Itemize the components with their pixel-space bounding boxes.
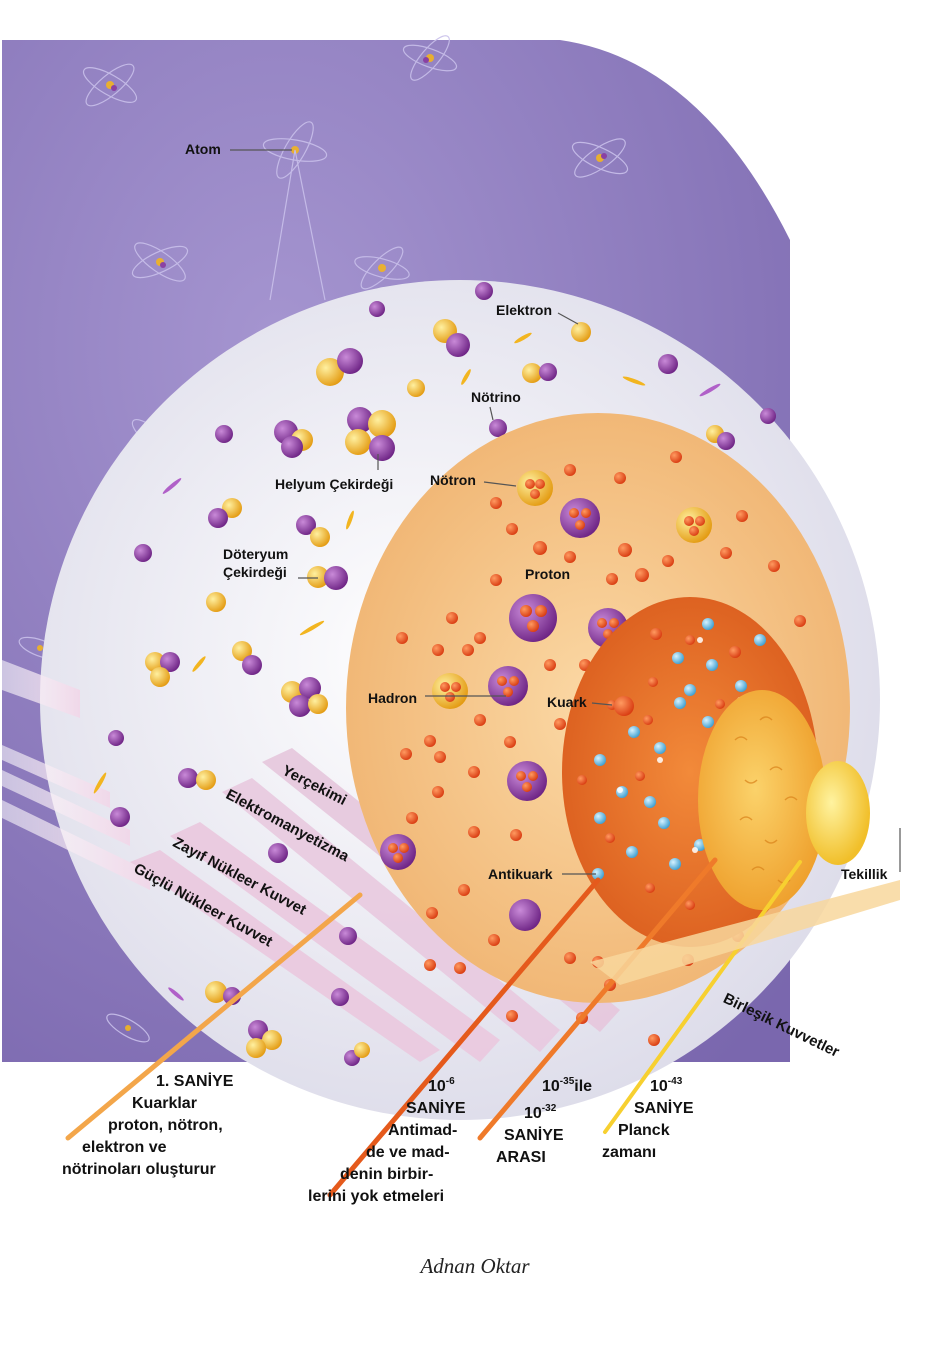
caption-2-line6: lerini yok etmeleri	[308, 1188, 445, 1205]
beam-left-2	[2, 745, 110, 808]
caption-4-line1: 10-43	[650, 1076, 683, 1095]
singularity-disk	[806, 761, 870, 865]
caption-4-line2: SANİYE	[634, 1100, 694, 1117]
caption-1-line4: elektron ve	[82, 1139, 167, 1156]
author-credit: Adnan Oktar	[420, 1254, 530, 1278]
beam-left-3	[2, 770, 130, 846]
beam-left-4	[2, 800, 150, 890]
caption-4-line3: Planck	[618, 1122, 670, 1139]
beam-left-1	[2, 660, 80, 718]
label-hadron: Hadron	[368, 690, 417, 706]
leader-lines	[230, 149, 901, 875]
label-proton: Proton	[525, 566, 571, 582]
caption-4-line4: zamanı	[602, 1144, 657, 1161]
caption-10-43: 10-43 SANİYE Planck zamanı	[602, 1071, 694, 1164]
label-helium-nucleus: Helyum Çekirdeği	[275, 476, 394, 492]
caption-3-line4: ARASI	[496, 1149, 546, 1166]
caption-3-line2: 10-32	[524, 1103, 557, 1122]
ray-1-second	[65, 892, 363, 1141]
label-neutrino: Nötrino	[471, 389, 521, 405]
caption-1-line1: 1. SANİYE	[156, 1073, 234, 1090]
caption-10-35: 10-35ile 10-32 SANİYE ARASI	[496, 1071, 592, 1169]
planck-era-texture	[734, 716, 798, 884]
caption-3-line1: 10-35ile	[542, 1076, 593, 1095]
caption-10-6: 10-6 SANİYE Antimad- de ve mad- denin bi…	[308, 1071, 466, 1208]
caption-2-line3: Antimad-	[388, 1122, 458, 1139]
caption-1-line2: Kuarklar	[132, 1095, 197, 1112]
caption-1-line3: proton, nötron,	[108, 1117, 223, 1134]
ray-10-35	[477, 857, 718, 1141]
caption-2-line1: 10-6	[428, 1076, 455, 1095]
label-electron: Elektron	[496, 302, 553, 318]
label-antiquark: Antikuark	[488, 866, 553, 882]
ray-10-43	[603, 860, 802, 1134]
caption-2-line2: SANİYE	[406, 1100, 466, 1117]
label-quark: Kuark	[547, 694, 587, 710]
caption-1-line5: nötrinoları oluşturur	[62, 1161, 216, 1178]
quark-era-particles	[577, 618, 766, 910]
label-neutron: Nötron	[430, 472, 476, 488]
caption-1-second: 1. SANİYE Kuarklar proton, nötron, elekt…	[62, 1071, 233, 1181]
label-atom: Atom	[185, 141, 221, 157]
label-singularity: Tekillik	[841, 866, 888, 882]
label-deuterium-2: Çekirdeği	[223, 564, 287, 580]
caption-2-line5: denin birbir-	[340, 1166, 434, 1183]
beam-weak	[170, 822, 500, 1062]
ray-10-6	[327, 877, 601, 1198]
beam-unified	[590, 880, 900, 985]
label-deuterium-1: Döteryum	[223, 546, 289, 562]
planck-era-disk	[698, 690, 826, 910]
timeline-rays	[65, 857, 802, 1198]
beam-electromagnetism	[222, 778, 560, 1052]
caption-3-line3: SANİYE	[504, 1127, 564, 1144]
caption-2-line4: de ve mad-	[366, 1144, 450, 1161]
